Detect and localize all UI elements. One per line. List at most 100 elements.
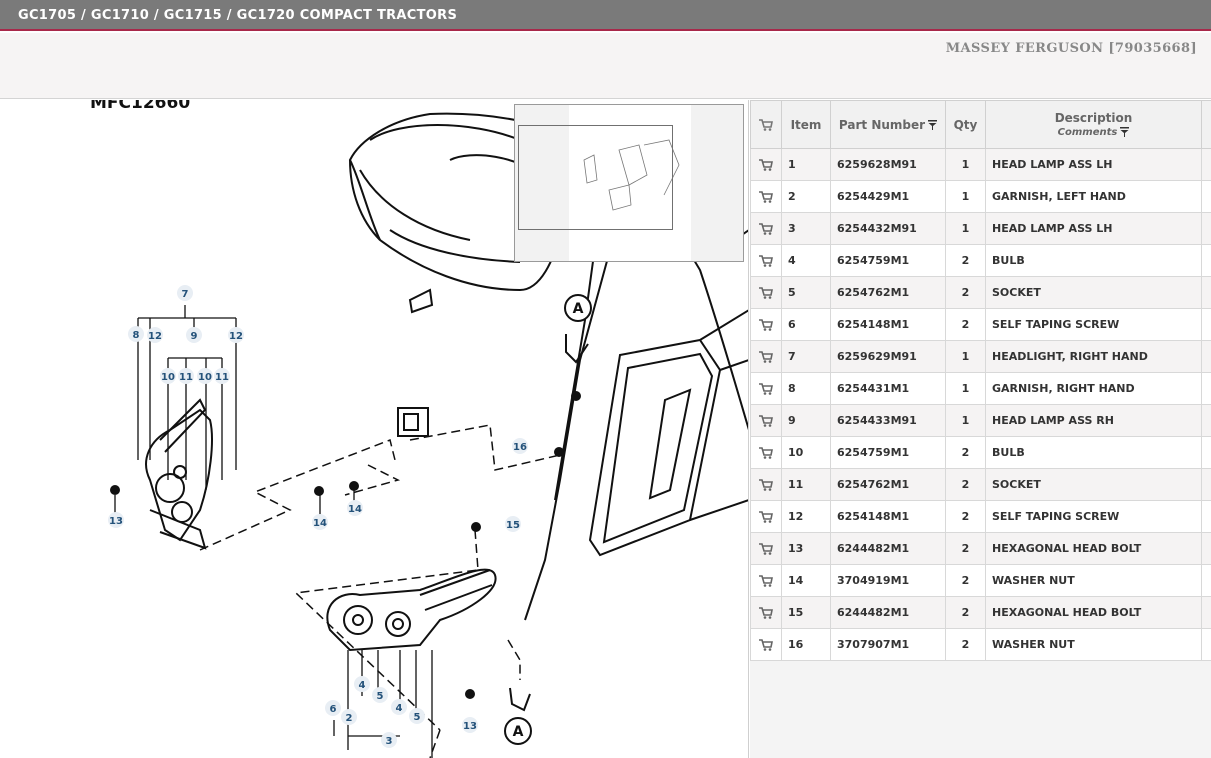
filter-icon[interactable] [1120,127,1130,137]
callout-number[interactable]: 5 [414,712,421,723]
diagram-minimap[interactable] [514,104,744,262]
minimap-viewport[interactable] [518,125,673,230]
callout-number[interactable]: 8 [133,330,140,341]
callout-number[interactable]: 13 [463,721,477,732]
part-number[interactable]: 6254432M91 [830,212,946,245]
cart-icon[interactable] [759,255,773,267]
cart-icon[interactable] [759,287,773,299]
cart-icon[interactable] [759,351,773,363]
callout-number[interactable]: 10 [198,372,212,383]
add-to-cart-cell[interactable] [750,180,782,213]
cart-icon[interactable] [759,159,773,171]
cart-icon[interactable] [759,383,773,395]
cart-icon[interactable] [759,511,773,523]
cart-icon[interactable] [759,191,773,203]
part-number[interactable]: 6254148M1 [830,500,946,533]
cart-icon[interactable] [759,479,773,491]
part-number[interactable]: 3704919M1 [830,564,946,597]
extra-cell [1201,276,1211,309]
part-number[interactable]: 6254759M1 [830,436,946,469]
cart-icon[interactable] [759,607,773,619]
callout-number[interactable]: 7 [182,289,189,300]
callout-number[interactable]: 4 [359,680,366,691]
part-number[interactable]: 6254148M1 [830,308,946,341]
callout-number[interactable]: 14 [348,504,362,515]
callout-number[interactable]: 5 [377,691,384,702]
part-number[interactable]: 6254429M1 [830,180,946,213]
item-column-header[interactable]: Item [781,100,831,149]
part-number[interactable]: 6259628M91 [830,148,946,181]
add-to-cart-cell[interactable] [750,468,782,501]
cart-icon[interactable] [759,575,773,587]
add-to-cart-cell[interactable] [750,340,782,373]
cart-icon[interactable] [759,639,773,651]
cart-icon[interactable] [759,543,773,555]
part-number[interactable]: 6244482M1 [830,596,946,629]
add-to-cart-cell[interactable] [750,596,782,629]
part-number[interactable]: 6254431M1 [830,372,946,405]
part-number[interactable]: 6254762M1 [830,276,946,309]
callout-number[interactable]: 16 [513,442,527,453]
cart-column-header[interactable] [750,100,782,149]
callout-number[interactable]: 4 [396,703,403,714]
callout-number[interactable]: 10 [161,372,175,383]
add-to-cart-cell[interactable] [750,212,782,245]
callout-number[interactable]: 13 [109,516,123,527]
callout-number[interactable]: 14 [313,518,327,529]
cart-icon[interactable] [759,447,773,459]
parts-diagram[interactable]: MFC12660 [0,100,749,758]
quantity: 2 [945,308,986,341]
cart-icon[interactable] [759,415,773,427]
callout-number[interactable]: 11 [179,372,193,383]
add-to-cart-cell[interactable] [750,276,782,309]
callout-number[interactable]: 12 [229,331,243,342]
add-to-cart-cell[interactable] [750,404,782,437]
cart-icon[interactable] [759,319,773,331]
add-to-cart-cell[interactable] [750,532,782,565]
part-number[interactable]: 6259629M91 [830,340,946,373]
add-to-cart-cell[interactable] [750,308,782,341]
add-to-cart-cell[interactable] [750,628,782,661]
part-number[interactable]: 6244482M1 [830,532,946,565]
callout-number[interactable]: 15 [506,520,520,531]
qty-column-header[interactable]: Qty [945,100,986,149]
part-number[interactable]: 6254762M1 [830,468,946,501]
part-number-column-header[interactable]: Part Number [830,100,946,149]
cart-icon[interactable] [759,223,773,235]
add-to-cart-cell[interactable] [750,244,782,277]
callout-number[interactable]: 6 [330,704,337,715]
part-number[interactable]: 6254433M91 [830,404,946,437]
cart-icon[interactable] [759,119,773,131]
add-to-cart-cell[interactable] [750,436,782,469]
part-number[interactable]: 3707907M1 [830,628,946,661]
callout-number[interactable]: 3 [386,736,393,747]
callout-number[interactable]: 2 [346,713,353,724]
callout-number[interactable]: 9 [191,331,198,342]
callout-number[interactable]: 12 [148,331,162,342]
add-to-cart-cell[interactable] [750,500,782,533]
part-number[interactable]: 6254759M1 [830,244,946,277]
filter-icon[interactable] [928,120,938,130]
add-to-cart-cell[interactable] [750,148,782,181]
comments-header-label[interactable]: Comments [986,127,1201,138]
add-to-cart-cell[interactable] [750,372,782,405]
add-to-cart-cell[interactable] [750,564,782,597]
callout-number[interactable]: 11 [215,372,229,383]
